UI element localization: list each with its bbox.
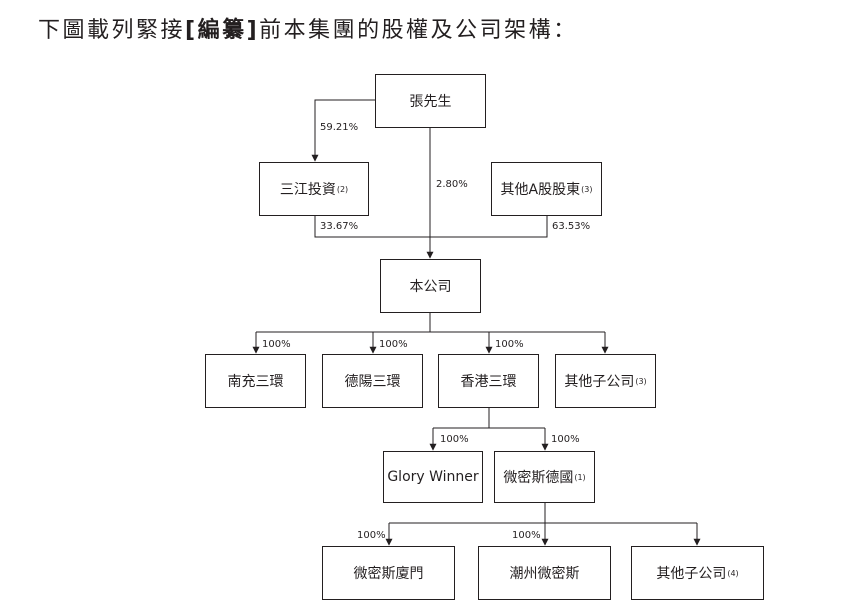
entity-label: 南充三環 xyxy=(227,374,284,390)
entity-other-a-shareholders: 其他A股股東(3) xyxy=(491,162,602,216)
footnote-marker: (1) xyxy=(574,472,586,482)
entity-label: 微密斯德國 xyxy=(503,470,574,486)
entity-chaozhou: 潮州微密斯 xyxy=(478,546,611,600)
footnote-marker: (2) xyxy=(336,184,349,194)
pct-company-nanchong: 100% xyxy=(262,339,291,350)
entity-sanjiang: 三江投資(2) xyxy=(259,162,369,216)
entity-other-subsidiaries-2: 其他子公司(4) xyxy=(631,546,764,600)
entity-hongkong: 香港三環 xyxy=(438,354,539,408)
pct-company-deyang: 100% xyxy=(379,339,408,350)
entity-label: 其他A股股東 xyxy=(500,182,581,198)
entity-deyang: 德陽三環 xyxy=(322,354,423,408)
pct-germany-chaozhou: 100% xyxy=(512,530,541,541)
footnote-marker: (3) xyxy=(635,376,647,386)
entity-company: 本公司 xyxy=(380,259,481,313)
entity-label: 張先生 xyxy=(409,94,452,110)
pct-sanjiang-company: 33.67% xyxy=(320,221,359,232)
pct-zhang-company: 2.80% xyxy=(436,179,468,190)
pct-company-hongkong: 100% xyxy=(495,339,524,350)
entity-glory-winner: Glory Winner xyxy=(383,451,483,503)
heading-prefix: 下圖載列緊接 xyxy=(38,18,186,43)
pct-hk-glory: 100% xyxy=(440,434,469,445)
entity-zhang: 張先生 xyxy=(375,74,486,128)
pct-other-a-company: 63.53% xyxy=(552,221,591,232)
line-shareholders-join xyxy=(314,216,548,238)
entity-label: 其他子公司 xyxy=(656,566,727,582)
entity-label: 德陽三環 xyxy=(344,374,401,390)
entity-label: 其他子公司 xyxy=(564,374,635,390)
page-heading: 下圖載列緊接[編纂]前本集團的股權及公司架構： xyxy=(38,12,578,44)
entity-other-subsidiaries-1: 其他子公司(3) xyxy=(555,354,656,408)
entity-label: 香港三環 xyxy=(460,374,517,390)
heading-suffix: 前本集團的股權及公司架構： xyxy=(259,18,578,43)
entity-label: 本公司 xyxy=(409,279,452,295)
footnote-marker: (4) xyxy=(727,568,739,578)
entity-label: Glory Winner xyxy=(387,469,479,485)
footnote-marker: (3) xyxy=(581,184,593,194)
entity-xiamen: 微密斯廈門 xyxy=(322,546,455,600)
heading-bold-placeholder: [編纂] xyxy=(185,18,260,43)
entity-label: 三江投資 xyxy=(279,182,336,198)
entity-nanchong: 南充三環 xyxy=(205,354,306,408)
pct-germany-xiamen: 100% xyxy=(357,530,386,541)
line-zhang-sanjiang xyxy=(311,99,375,162)
entity-label: 潮州微密斯 xyxy=(509,566,580,582)
pct-hk-germany: 100% xyxy=(551,434,580,445)
entity-germany: 微密斯德國(1) xyxy=(494,451,595,503)
entity-label: 微密斯廈門 xyxy=(353,566,424,582)
pct-zhang-sanjiang: 59.21% xyxy=(320,122,359,133)
